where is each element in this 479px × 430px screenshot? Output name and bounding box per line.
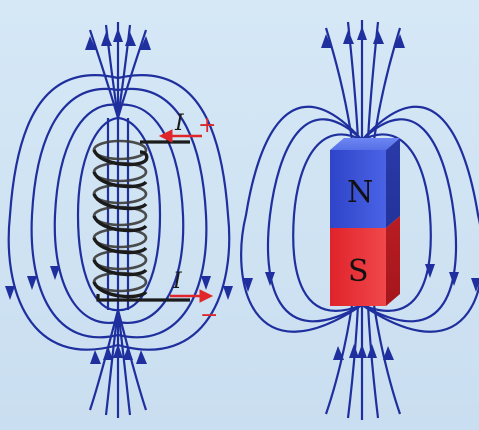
solenoid-field-lines xyxy=(5,22,233,418)
field-line xyxy=(117,116,162,312)
field-arrow-icon xyxy=(113,344,123,358)
coil-lead-bottom xyxy=(96,294,190,302)
field-line xyxy=(372,27,402,141)
field-arrow-icon xyxy=(333,346,344,360)
field-arrow-icon xyxy=(449,272,459,286)
current-arrow-icon xyxy=(199,289,214,303)
field-line xyxy=(240,105,363,333)
field-line xyxy=(266,118,363,323)
field-arrow-icon xyxy=(425,264,435,278)
field-line xyxy=(324,304,354,415)
field-line xyxy=(117,74,231,351)
south-label: S xyxy=(348,254,369,289)
field-line xyxy=(116,309,132,416)
field-arrow-icon xyxy=(367,344,377,358)
field-arrow-icon xyxy=(243,278,253,292)
field-arrow-icon xyxy=(343,30,354,44)
south-pole xyxy=(330,228,386,306)
field-arrow-icon xyxy=(101,32,112,46)
field-arrow-icon xyxy=(103,346,113,360)
field-line xyxy=(116,29,148,119)
field-line xyxy=(361,105,479,333)
magnet-field-lines xyxy=(240,20,479,420)
terminal-positive: + xyxy=(198,113,216,138)
field-arrow-icon xyxy=(321,34,332,48)
terminal-negative: − xyxy=(200,303,218,328)
field-line xyxy=(88,29,120,119)
field-line xyxy=(104,309,120,416)
field-line xyxy=(292,133,363,312)
field-arrow-icon xyxy=(136,350,147,364)
field-arrow-icon xyxy=(123,346,133,360)
field-arrow-icon xyxy=(383,346,394,360)
field-arrow-icon xyxy=(140,36,151,50)
field-line xyxy=(53,103,119,325)
field-arrow-icon xyxy=(349,344,359,358)
current-label-bottom: I xyxy=(172,269,183,294)
field-arrow-icon xyxy=(373,30,384,44)
solenoid-coil xyxy=(92,139,190,302)
north-label: N xyxy=(347,175,373,210)
field-arrow-icon xyxy=(201,276,211,290)
field-arrow-icon xyxy=(223,286,233,300)
current-indicators: I + I − xyxy=(158,111,218,328)
field-line xyxy=(30,87,119,339)
field-line xyxy=(324,27,354,141)
current-arrow-icon xyxy=(158,129,173,143)
north-pole xyxy=(330,150,386,228)
field-arrow-icon xyxy=(357,26,367,40)
field-arrow-icon xyxy=(90,350,101,364)
field-arrow-icon xyxy=(50,266,60,280)
field-arrow-icon xyxy=(357,344,367,358)
field-line xyxy=(346,304,360,419)
field-arrow-icon xyxy=(265,272,275,286)
field-arrow-icon xyxy=(27,276,37,290)
field-arrow-icon xyxy=(5,286,15,300)
field-line xyxy=(76,116,119,312)
field-line xyxy=(117,103,185,325)
field-line xyxy=(366,304,380,419)
field-line xyxy=(7,74,119,351)
field-line xyxy=(116,24,132,119)
field-line xyxy=(117,87,208,339)
field-arrow-icon xyxy=(471,278,479,292)
field-arrow-icon xyxy=(394,34,405,48)
bar-magnet: N S xyxy=(330,138,400,306)
current-label-top: I xyxy=(174,111,185,136)
field-line xyxy=(372,304,402,415)
field-arrow-icon xyxy=(113,28,123,42)
field-arrow-icon xyxy=(85,36,96,50)
field-line xyxy=(361,118,458,323)
field-arrow-icon xyxy=(125,32,136,46)
